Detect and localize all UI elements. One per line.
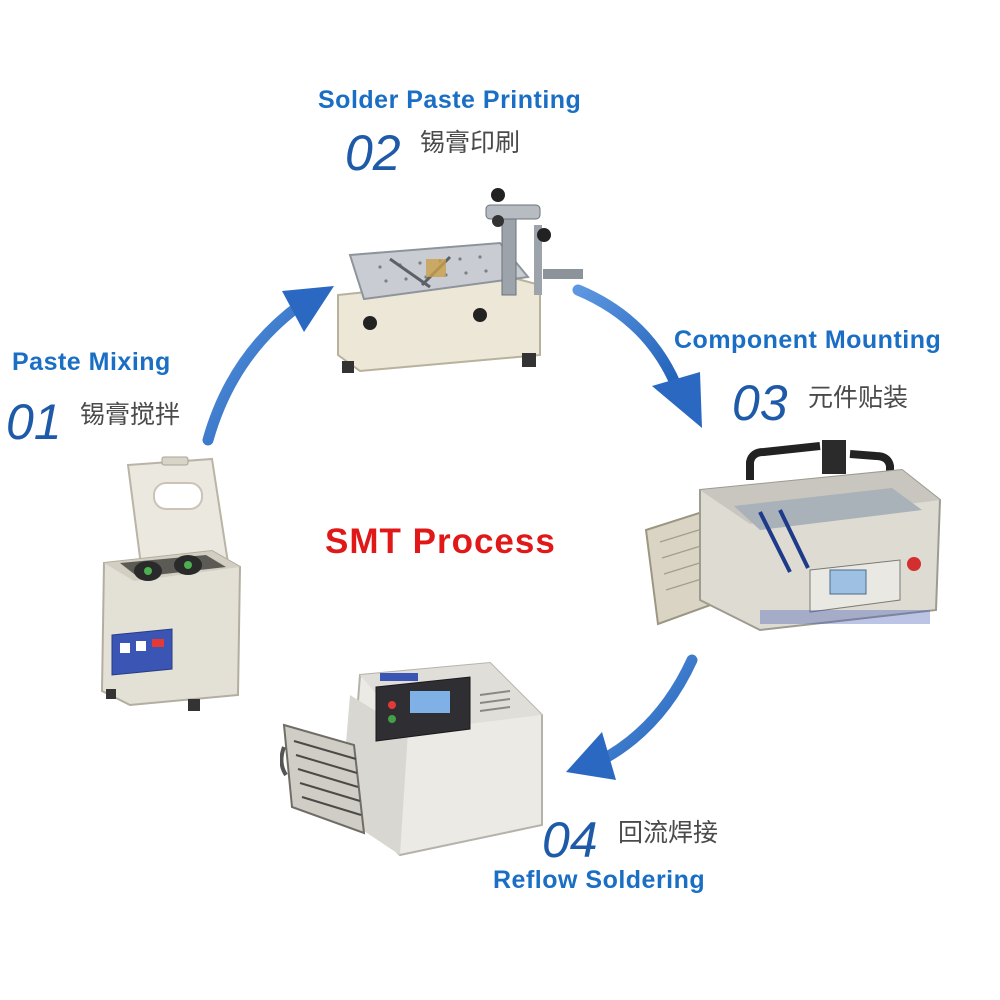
step-02-number: 02 <box>345 125 401 181</box>
step-02-cn-label: 锡膏印刷 <box>420 128 521 157</box>
step-01-number: 01 <box>6 394 62 450</box>
arrow-printing-to-mounting <box>572 284 702 428</box>
center-title: SMT Process <box>325 522 556 561</box>
step-04-cn-label: 回流焊接 <box>618 818 719 847</box>
reflow-oven-machine-icon <box>280 661 543 857</box>
stencil-printer-machine-icon <box>337 188 583 373</box>
step-03-cn-label: 元件贴装 <box>808 383 909 412</box>
step-02-title: Solder Paste Printing <box>318 86 582 114</box>
pick-and-place-machine-icon <box>644 440 942 632</box>
step-04-title: Reflow Soldering <box>493 866 706 894</box>
arrow-mixing-to-printing <box>202 286 334 446</box>
step-04-number: 04 <box>542 812 598 868</box>
step-01-cn-label: 锡膏搅拌 <box>80 400 181 429</box>
step-01-title: Paste Mixing <box>12 348 171 376</box>
arrow-mounting-to-reflow <box>566 654 698 780</box>
step-03-title: Component Mounting <box>674 326 942 354</box>
paste-mixer-machine-icon <box>100 456 242 711</box>
step-03-number: 03 <box>732 375 788 431</box>
